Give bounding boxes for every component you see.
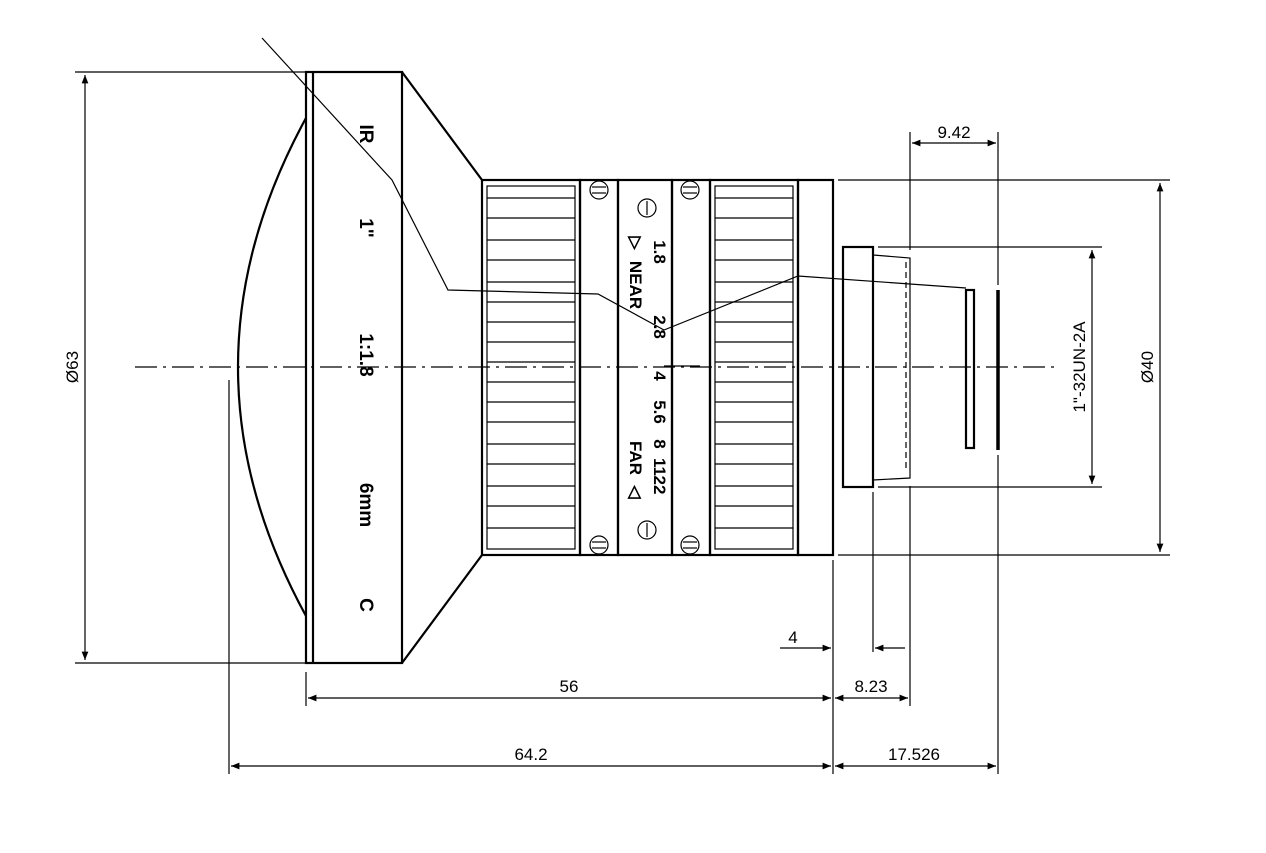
screw-icon <box>680 180 700 200</box>
scale-near-arrow: ▷ <box>626 235 645 250</box>
dim-length-56: 56 <box>560 677 579 696</box>
iris-ring-knurled <box>708 178 800 557</box>
dim-flange: 4 <box>788 628 797 647</box>
screw-icon <box>680 535 700 555</box>
scale-mark-11: 11 <box>650 458 669 476</box>
screw-icon <box>637 520 657 540</box>
dim-length-64-2: 64.2 <box>514 745 547 764</box>
scale-mark-5-6: 5.6 <box>650 400 669 424</box>
scale-mark-1-8: 1.8 <box>650 240 669 264</box>
screw-icon <box>637 198 657 218</box>
rear-element <box>964 288 976 450</box>
dim-thread: 1"-32UN-2A <box>1070 321 1089 413</box>
scale-mark-4: 4 <box>650 371 669 381</box>
rear-housing <box>796 178 835 557</box>
dim-body-diameter: Ø40 <box>1138 351 1157 383</box>
c-mount-thread <box>841 245 911 489</box>
marking-focal-length: 6mm <box>355 483 376 527</box>
marking-mount: C <box>355 598 376 612</box>
marking-ir: IR <box>355 125 376 144</box>
dim-outer-diameter: Ø63 <box>63 351 82 383</box>
scale-mark-22: 22 <box>650 476 669 495</box>
screw-icon <box>589 180 609 200</box>
section-line <box>261 37 967 331</box>
marking-aperture: 1:1.8 <box>355 333 376 376</box>
scale-near: NEAR <box>626 261 645 309</box>
scale-mark-2-8: 2.8 <box>650 315 669 339</box>
screw-icon <box>589 535 609 555</box>
front-barrel <box>304 70 404 665</box>
scale-far-arrow: ◁ <box>626 484 645 499</box>
dim-mount: 8.23 <box>854 677 887 696</box>
dim-top: 9.42 <box>937 123 970 142</box>
scale-mark-8: 8 <box>650 439 669 448</box>
taper-cone <box>401 71 483 664</box>
front-lens-dome <box>236 117 307 617</box>
dim-back: 17.526 <box>888 745 940 764</box>
focus-ring-knurled <box>480 178 582 557</box>
marking-format: 1" <box>355 218 376 238</box>
scale-far: FAR <box>626 441 645 475</box>
